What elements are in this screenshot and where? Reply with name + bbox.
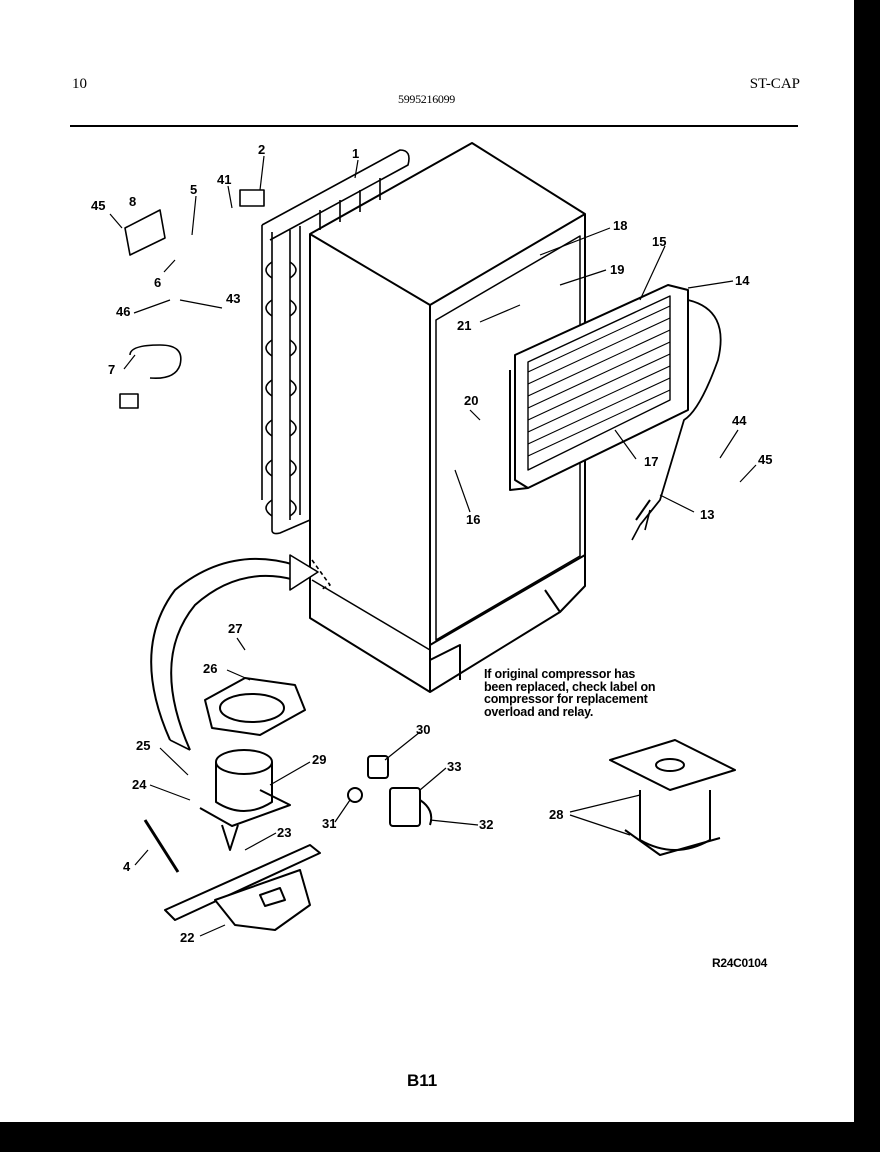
callout-labels: 1 2 41 5 8 45 6 43 46 7 18 15 19 14 21 2…	[91, 142, 772, 945]
callout-30: 30	[416, 722, 430, 737]
callout-1: 1	[352, 146, 359, 161]
condenser-coil-drawing	[261, 149, 410, 535]
header-page-ref: 10	[72, 76, 87, 92]
evaporator-drawing	[509, 284, 722, 526]
relay-and-overload-drawing	[347, 755, 433, 827]
callout-6: 6	[154, 275, 161, 290]
diagram-code: R24C0104	[712, 956, 767, 970]
callout-20: 20	[464, 393, 478, 408]
callout-23: 23	[277, 825, 291, 840]
header-part-number: 5995216099	[398, 92, 456, 106]
note-line: compressor for replacement	[484, 692, 648, 706]
callout-14: 14	[735, 273, 750, 288]
header-model: ST-CAP	[749, 76, 800, 92]
callout-4: 4	[123, 859, 131, 874]
exploded-parts-drawing: 1 2 41 5 8 45 6 43 46 7 18 15 19 14 21 2…	[91, 142, 772, 945]
note-line: been replaced, check label on	[484, 679, 656, 694]
callout-19: 19	[610, 262, 624, 277]
service-cord-drawing	[119, 189, 651, 541]
callout-15: 15	[652, 234, 666, 249]
callout-27: 27	[228, 621, 242, 636]
callout-31: 31	[322, 816, 336, 831]
callout-45-upper: 45	[91, 198, 105, 213]
callout-46: 46	[116, 304, 130, 319]
callout-8: 8	[129, 194, 136, 209]
callout-28: 28	[549, 807, 563, 822]
callout-25: 25	[136, 738, 150, 753]
callout-22: 22	[180, 930, 194, 945]
callout-32: 32	[479, 817, 493, 832]
callout-24: 24	[132, 777, 147, 792]
compressor-replacement-note: If original compressor has been replaced…	[484, 668, 724, 718]
compressor-mounting-pad-drawing	[204, 677, 306, 736]
callout-leaders	[109, 155, 757, 937]
compressor-drawing	[199, 749, 291, 851]
callout-33: 33	[447, 759, 461, 774]
replacement-compressor-drawing	[609, 739, 736, 856]
header-divider	[70, 125, 798, 127]
callout-44: 44	[732, 413, 747, 428]
note-line: overload and relay.	[484, 704, 594, 719]
callout-43: 43	[226, 291, 240, 306]
callout-5: 5	[190, 182, 197, 197]
callout-7: 7	[108, 362, 115, 377]
callout-17: 17	[644, 454, 658, 469]
callout-18: 18	[613, 218, 627, 233]
callout-26: 26	[203, 661, 217, 676]
page-number: B11	[407, 1071, 438, 1090]
cabinet-drawing	[309, 142, 586, 693]
callout-2: 2	[258, 142, 265, 157]
callout-13: 13	[700, 507, 714, 522]
callout-41: 41	[217, 172, 231, 187]
defrost-heater-drawing	[143, 819, 180, 873]
callout-29: 29	[312, 752, 326, 767]
curved-arrow-drawing	[150, 554, 331, 751]
note-line: If original compressor has	[484, 667, 636, 681]
callout-21: 21	[457, 318, 471, 333]
parts-diagram-page: 10 5995216099 ST-CAP	[0, 0, 854, 1122]
callout-45-lower: 45	[758, 452, 772, 467]
base-bracket-drawing	[164, 844, 321, 931]
callout-16: 16	[466, 512, 480, 527]
